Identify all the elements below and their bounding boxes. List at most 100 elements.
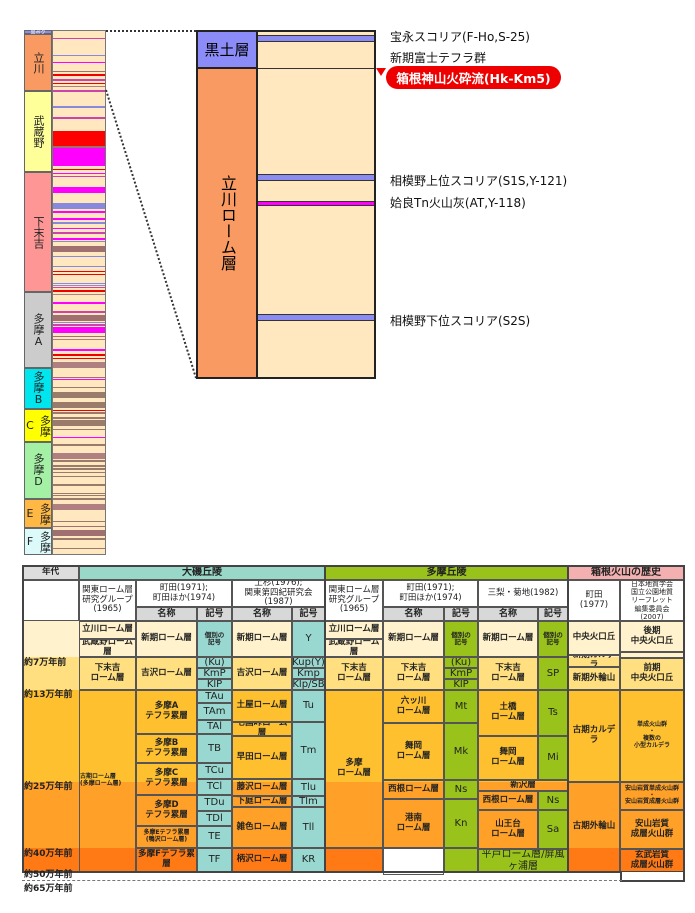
tephra-band [53, 521, 105, 522]
unit-0: 黒ボク [24, 30, 52, 36]
table-cell: 多摩B テフラ累層 [136, 734, 197, 763]
tephra-band [53, 429, 105, 430]
table-cell: 吉沢ローム層 [136, 657, 197, 690]
table-cell: 個別の 記号 [197, 621, 232, 657]
table-cell: 下末吉 ローム層 [79, 657, 136, 690]
tephra-band [53, 315, 105, 321]
table-cell: 六ッ川 ローム層 [383, 690, 444, 723]
tephra-band [53, 131, 105, 146]
source-hakone-geo: 日本地質学会 国立公園地質 リーフレット 編集委員会 (2007) [620, 580, 684, 621]
table-cell: KlP [444, 679, 478, 690]
table-cell: TAl [197, 720, 232, 734]
tephra-band [53, 238, 105, 240]
tephra-band [53, 437, 105, 438]
tephra-band [53, 410, 105, 411]
s1s-band [258, 174, 374, 181]
table-cell: Mt [444, 690, 478, 723]
tephra-band [53, 444, 105, 446]
table-cell: SP [538, 657, 568, 690]
table-cell: 新期ローム層 [383, 621, 444, 657]
tephra-band [53, 285, 105, 286]
tephra-band [53, 148, 105, 166]
table-cell: 藤沢ローム層 [232, 779, 292, 796]
tephra-band [53, 453, 105, 459]
tephra-band [53, 476, 105, 477]
source-oiso-uesugi: 上杉(1976); 関東第四紀研究会(1987) [232, 580, 325, 607]
table-cell: TE [197, 826, 232, 848]
table-cell: Ns [444, 780, 478, 799]
table-cell: 港南 ローム層 [383, 799, 444, 848]
tephra-band [53, 38, 105, 39]
table-cell: Sa [538, 810, 568, 849]
table-cell: Tu [292, 690, 325, 722]
table-cell: 吉沢ローム層 [232, 657, 292, 690]
tephra-band [53, 203, 105, 209]
tephra-band [53, 271, 105, 272]
table-cell: 多摩D テフラ累層 [136, 795, 197, 826]
tephra-band [53, 526, 105, 527]
tephra-band [53, 324, 105, 326]
table-cell: TAm [197, 703, 232, 720]
tephra-band [53, 86, 105, 87]
age-label: 約50万年前 [24, 870, 73, 880]
tephra-band [53, 336, 105, 337]
tephra-band [53, 493, 105, 494]
tephra-band [53, 71, 105, 72]
tephra-band [53, 218, 105, 220]
tephra-band [53, 146, 105, 148]
table-cell: 多摩A テフラ累層 [136, 690, 197, 734]
s2s-band [258, 314, 374, 321]
tephra-band [53, 465, 105, 467]
subheader-symbol: 記号 [197, 607, 232, 621]
table-cell: Tm [292, 722, 325, 779]
table-cell: 山王台 ローム層 [478, 810, 538, 849]
kuroboku-layer: 黒土層 [196, 30, 258, 69]
table-cell: 下末吉 ローム層 [383, 657, 444, 690]
tephra-band [53, 377, 105, 378]
group-divider [324, 565, 326, 873]
tephra-band [53, 392, 105, 398]
tephra-band [53, 412, 105, 414]
table-cell: (Ku) [197, 657, 232, 668]
tephra-band [53, 358, 105, 359]
tephra-band [53, 222, 105, 224]
tephra-band [53, 362, 105, 368]
tephra-band [53, 117, 105, 119]
table-cell: 武蔵野ローム層 [79, 639, 136, 657]
tephra-band [53, 173, 105, 174]
unit-9: 多摩F [24, 528, 52, 555]
table-cell: 西根ローム層 [383, 780, 444, 799]
tephra-band [53, 495, 105, 496]
detail-tephra-column [256, 30, 376, 379]
tephra-band [53, 420, 105, 426]
tephra-band [53, 354, 105, 356]
age-label: 約7万年前 [24, 658, 67, 668]
age-band [22, 848, 684, 872]
tephra-band [53, 327, 105, 333]
table-cell: Tlu [292, 779, 325, 796]
subheader-name: 名称 [383, 607, 444, 621]
subheader-name: 名称 [136, 607, 197, 621]
tephra-band [53, 274, 105, 275]
hakone-extension [620, 872, 685, 882]
table-cell: 多摩C テフラ累層 [136, 763, 197, 795]
note-fuji: 新期富士テフラ群 [390, 51, 487, 65]
source-oiso-machida: 町田(1971); 町田ほか(1974) [136, 580, 232, 607]
tephra-column [52, 30, 106, 555]
table-cell: 西根ローム層 [478, 791, 538, 810]
table-cell: Ts [538, 690, 568, 736]
source-tama-machida: 町田(1971); 町田ほか(1974) [383, 580, 478, 607]
table-border [22, 565, 685, 873]
table-cell [444, 848, 478, 872]
tephra-band [53, 176, 105, 177]
table-cell: Mk [444, 723, 478, 780]
table-cell: 舞岡 ローム層 [478, 736, 538, 780]
unit-4: 多摩A [24, 292, 52, 368]
tephra-band [53, 169, 105, 170]
subheader-name: 名称 [232, 607, 292, 621]
table-cell: 土橋 ローム層 [478, 690, 538, 736]
table-cell: 七国峠ローム層 [232, 722, 292, 736]
tephra-band [53, 302, 105, 304]
tephra-band [53, 498, 105, 500]
